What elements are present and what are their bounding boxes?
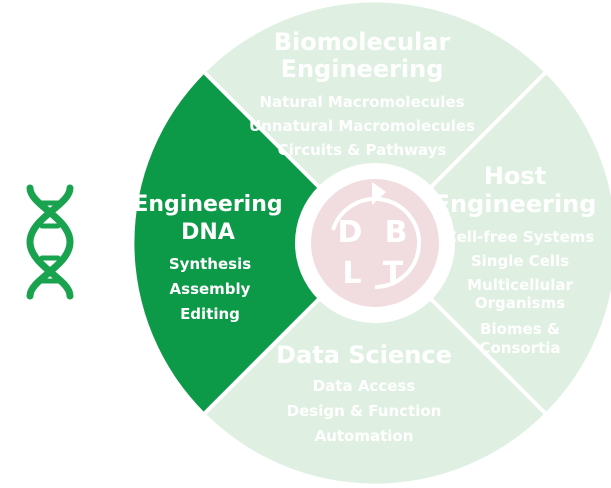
biomolecular-item: Unnatural Macromolecules: [249, 117, 475, 135]
host-item: Cell-free Systems: [446, 228, 595, 246]
center-letter-t: T: [383, 256, 404, 291]
center-letter-b: B: [385, 215, 408, 250]
segment-data-science: [205, 243, 545, 484]
engineering-dna-title-line2: DNA: [181, 220, 235, 245]
center-letter-l: L: [342, 256, 361, 291]
engineering-dna-item: Assembly: [170, 280, 251, 298]
data-science-item: Design & Function: [287, 402, 442, 420]
host-item: Single Cells: [471, 252, 569, 270]
center-letter-d: D: [338, 215, 363, 250]
dna-helix-icon: [26, 184, 74, 300]
cycle-arrow-head-icon: [372, 182, 386, 205]
host-item: Biomes &: [480, 320, 560, 338]
segment-biomolecular: [205, 2, 545, 244]
data-science-labels: Data Science Data Access Design & Functi…: [276, 341, 452, 445]
host-item: Multicellular: [467, 276, 573, 294]
data-science-item: Automation: [315, 427, 414, 445]
host-item: Consortia: [479, 339, 560, 357]
cycle-arrow-icon: [331, 197, 422, 289]
engineering-dna-title-line1: Engineering: [133, 192, 282, 217]
engineering-dna-labels: Engineering DNA Synthesis Assembly Editi…: [133, 192, 282, 323]
engineering-dna-item: Synthesis: [169, 255, 251, 273]
data-science-item: Data Access: [313, 377, 416, 395]
data-science-title: Data Science: [276, 341, 452, 369]
biomolecular-title-line1: Biomolecular: [274, 28, 451, 56]
biomolecular-item: Natural Macromolecules: [259, 93, 464, 111]
host-item: Organisms: [475, 294, 565, 312]
biomolecular-labels: Biomolecular Engineering Natural Macromo…: [249, 28, 475, 159]
biomolecular-item: Circuits & Pathways: [278, 141, 447, 159]
host-title-line2: Engineering: [434, 190, 597, 218]
segment-engineering-dna: [134, 73, 375, 413]
biomolecular-title-line2: Engineering: [281, 55, 444, 83]
host-title-line1: Host: [484, 162, 546, 190]
host-labels: Host Engineering Cell-free Systems Singl…: [434, 162, 597, 357]
segment-host: [375, 73, 611, 413]
engineering-dna-item: Editing: [180, 305, 240, 323]
